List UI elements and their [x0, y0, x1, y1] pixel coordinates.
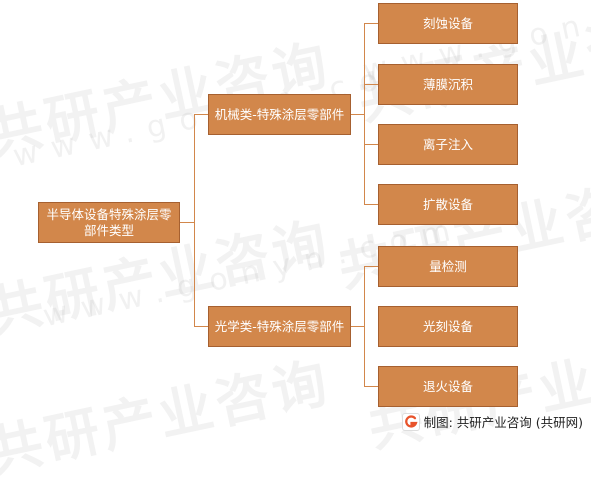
- leaf-node: 离子注入: [378, 124, 518, 165]
- source-footer: 制图: 共研产业咨询 (共研网): [401, 412, 583, 431]
- connector-line: [194, 326, 208, 327]
- connector-line: [364, 266, 365, 386]
- connector-line: [194, 114, 208, 115]
- leaf-node: 刻蚀设备: [378, 3, 518, 44]
- leaf-node: 扩散设备: [378, 184, 518, 225]
- leaf-label: 刻蚀设备: [422, 15, 473, 31]
- root-node-label: 半导体设备特殊涂层零部件类型: [46, 206, 172, 238]
- watermark-text: 共研产业咨询: [0, 350, 337, 485]
- connector-line: [351, 114, 364, 115]
- connector-line: [364, 144, 378, 145]
- connector-line: [180, 222, 194, 223]
- leaf-node: 退火设备: [378, 366, 518, 407]
- leaf-label: 扩散设备: [422, 196, 473, 212]
- connector-line: [364, 204, 378, 205]
- leaf-label: 量检测: [429, 258, 467, 274]
- root-node: 半导体设备特殊涂层零部件类型: [38, 202, 180, 243]
- leaf-node: 量检测: [378, 246, 518, 287]
- leaf-label: 薄膜沉积: [422, 76, 473, 92]
- category-node-optical: 光学类-特殊涂层零部件: [208, 306, 351, 347]
- gonyn-logo-icon: [401, 412, 420, 431]
- connector-line: [364, 23, 378, 24]
- leaf-node: 薄膜沉积: [378, 64, 518, 105]
- leaf-label: 退火设备: [422, 378, 473, 394]
- category-label: 光学类-特殊涂层零部件: [214, 318, 345, 334]
- leaf-node: 光刻设备: [378, 306, 518, 347]
- category-node-mechanical: 机械类-特殊涂层零部件: [208, 94, 351, 135]
- footer-text: 制图: 共研产业咨询 (共研网): [423, 415, 583, 430]
- connector-line: [364, 23, 365, 204]
- connector-line: [364, 386, 378, 387]
- connector-line: [364, 84, 378, 85]
- connector-line: [194, 114, 195, 326]
- category-label: 机械类-特殊涂层零部件: [214, 106, 345, 122]
- connector-line: [364, 266, 378, 267]
- leaf-label: 光刻设备: [422, 318, 473, 334]
- leaf-label: 离子注入: [422, 136, 473, 152]
- connector-line: [351, 326, 364, 327]
